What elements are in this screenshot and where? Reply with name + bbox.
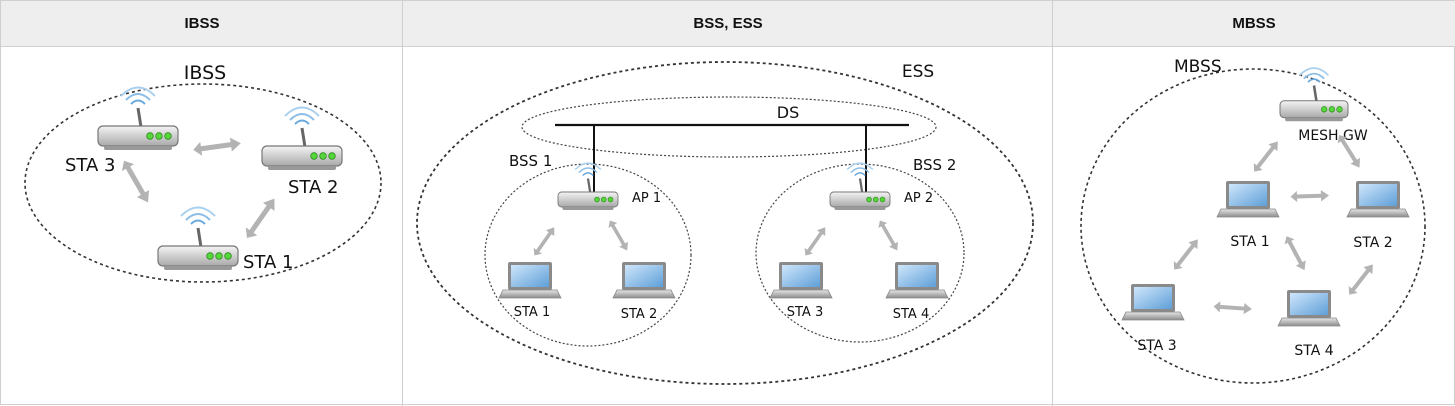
router-icon bbox=[260, 106, 344, 172]
mbss-sta1-label: STA 1 bbox=[1230, 234, 1269, 250]
column-divider bbox=[1052, 1, 1053, 406]
laptop-icon bbox=[1346, 180, 1410, 218]
link-arrow-icon bbox=[530, 224, 559, 259]
router-icon bbox=[96, 86, 180, 152]
link-arrow-icon bbox=[1281, 233, 1310, 273]
ibss-sta1-label: STA 1 bbox=[243, 252, 294, 273]
bss1-label: BSS 1 bbox=[509, 152, 552, 170]
router-icon bbox=[156, 206, 240, 272]
link-arrow-icon bbox=[1290, 189, 1330, 203]
ess-boundary bbox=[416, 61, 1034, 385]
ibss-title: IBSS bbox=[184, 62, 226, 84]
link-arrow-icon bbox=[1213, 300, 1253, 315]
header-ibss: IBSS bbox=[1, 1, 403, 47]
link-arrow-icon bbox=[1169, 235, 1203, 274]
link-arrow-icon bbox=[605, 218, 632, 253]
link-arrow-icon bbox=[1249, 137, 1283, 176]
bss-sta4-label: STA 4 bbox=[893, 307, 929, 322]
header-mbss: MBSS bbox=[1053, 1, 1455, 47]
ess-label: ESS bbox=[902, 62, 934, 82]
header-bss-ess: BSS, ESS bbox=[403, 1, 1053, 47]
ap2-label: AP 2 bbox=[904, 191, 933, 206]
mbss-sta4-label: STA 4 bbox=[1294, 343, 1333, 359]
ap1-router-icon bbox=[556, 162, 620, 212]
mesh-gw-label: MESH GW bbox=[1298, 128, 1368, 144]
laptop-icon bbox=[612, 261, 676, 299]
ds-label: DS bbox=[777, 103, 799, 122]
ibss-boundary bbox=[24, 83, 382, 283]
laptop-icon bbox=[769, 261, 833, 299]
bss1-boundary bbox=[484, 163, 692, 347]
mbss-sta2-label: STA 2 bbox=[1353, 235, 1392, 251]
bss-sta3-label: STA 3 bbox=[787, 305, 823, 320]
link-arrow-icon bbox=[1344, 260, 1378, 299]
mbss-diagram: MBSS MESH GW STA 1 STA 2 STA 3 STA 4 bbox=[1080, 57, 1426, 384]
laptop-icon bbox=[1277, 289, 1341, 327]
mbss-sta3-label: STA 3 bbox=[1137, 338, 1176, 354]
link-arrow-icon bbox=[875, 218, 902, 253]
link-arrow-icon bbox=[801, 224, 830, 259]
link-arrow-icon bbox=[241, 194, 281, 242]
ibss-sta2-label: STA 2 bbox=[288, 177, 339, 198]
bss2-label: BSS 2 bbox=[913, 156, 956, 174]
ibss-diagram: IBSS STA 3 STA 2 STA 1 bbox=[24, 62, 382, 283]
mbss-title: MBSS bbox=[1174, 57, 1222, 77]
ds-boundary bbox=[521, 96, 937, 158]
bss2-boundary bbox=[755, 163, 965, 343]
link-arrow-icon bbox=[192, 136, 242, 157]
mbss-boundary bbox=[1080, 68, 1426, 384]
ap1-label: AP 1 bbox=[632, 191, 661, 206]
mesh-gateway-router-icon bbox=[1278, 66, 1350, 123]
laptop-icon bbox=[1216, 180, 1280, 218]
laptop-icon bbox=[498, 261, 562, 299]
column-divider bbox=[402, 1, 403, 406]
bss-sta1-label: STA 1 bbox=[514, 305, 550, 320]
ap2-router-icon bbox=[828, 162, 892, 212]
link-arrow-icon bbox=[117, 157, 155, 206]
bss-ess-diagram: ESS DS BSS 1 BSS 2 AP 1 AP 2 STA 1 STA 2… bbox=[416, 61, 1034, 385]
bss-sta2-label: STA 2 bbox=[621, 307, 657, 322]
laptop-icon bbox=[885, 261, 949, 299]
laptop-icon bbox=[1121, 283, 1185, 321]
ibss-sta3-label: STA 3 bbox=[65, 155, 116, 176]
